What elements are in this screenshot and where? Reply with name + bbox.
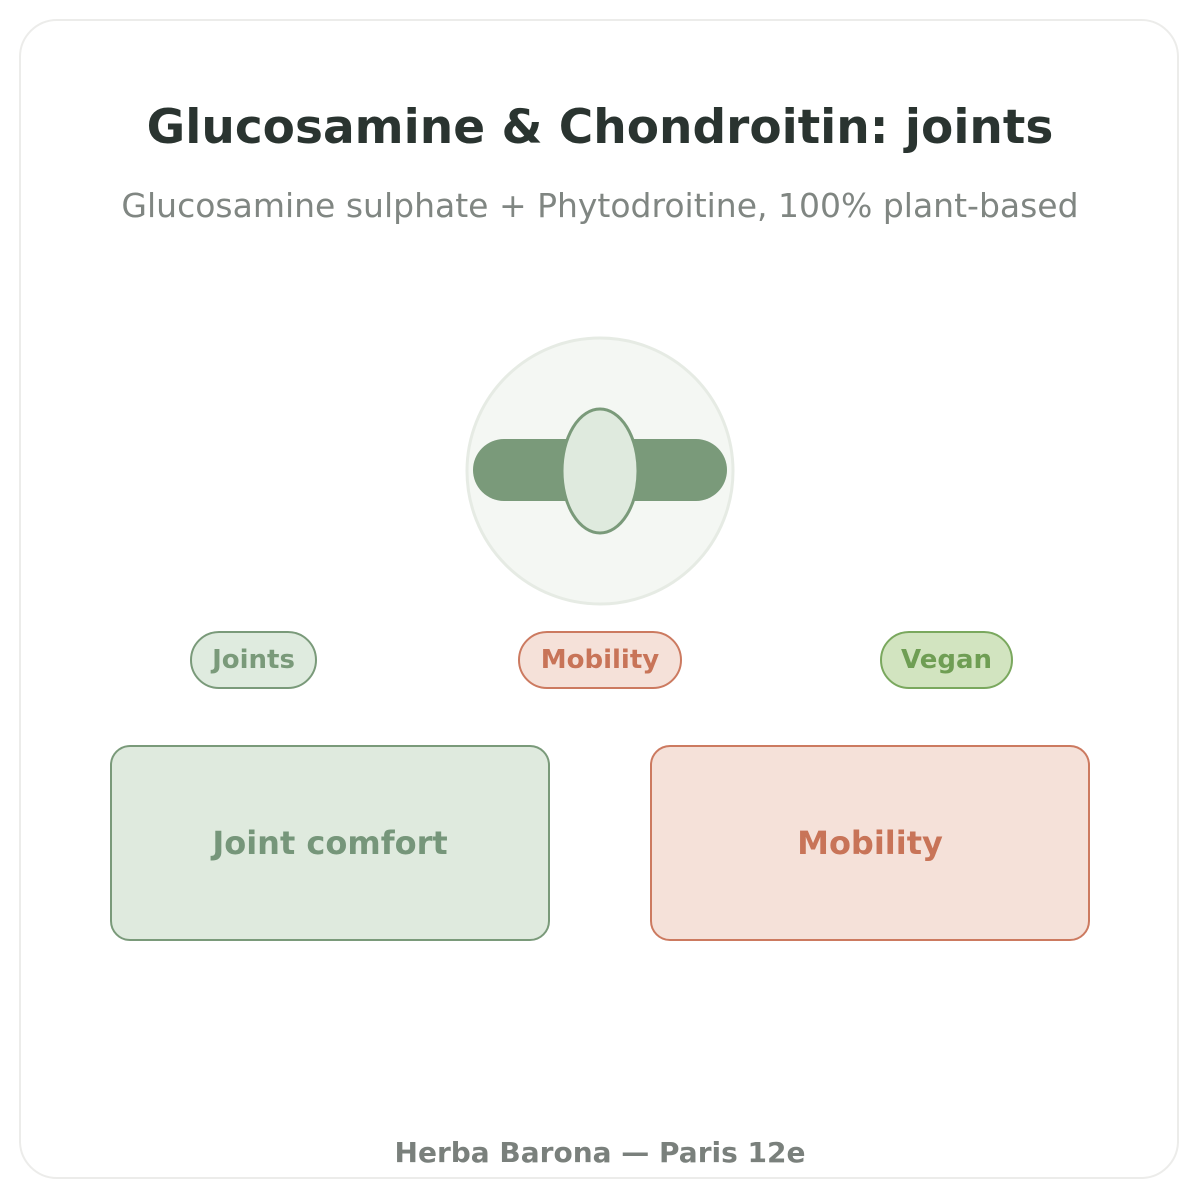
benefit-mobility: Mobility	[650, 745, 1090, 941]
joint-emblem	[465, 336, 735, 606]
tag-joints: Joints	[190, 631, 317, 689]
cartilage-disc	[560, 407, 640, 535]
tag-mobility: Mobility	[518, 631, 682, 689]
page-title: Glucosamine & Chondroitin: joints	[146, 100, 1054, 155]
tag-vegan: Vegan	[880, 631, 1013, 689]
page-subtitle: Glucosamine sulphate + Phytodroitine, 10…	[121, 186, 1079, 225]
footer-brand: Herba Barona — Paris 12e	[394, 1136, 806, 1169]
joint-icon	[465, 336, 735, 606]
benefit-joint-comfort: Joint comfort	[110, 745, 550, 941]
